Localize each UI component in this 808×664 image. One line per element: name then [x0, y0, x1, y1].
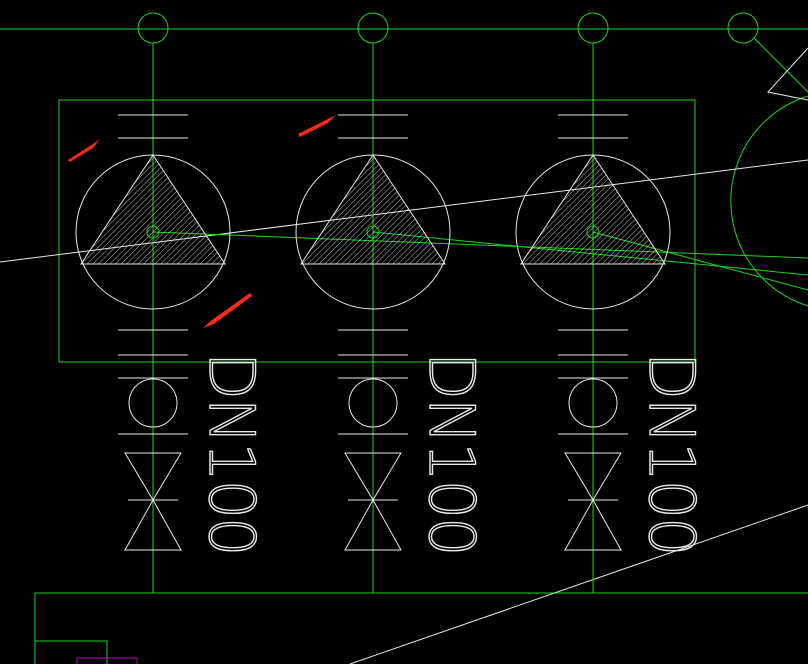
right-triangle-symbol[interactable]: [767, 47, 808, 101]
bottom-left-branch[interactable]: [35, 640, 108, 664]
pump-center-mark: [586, 225, 600, 239]
pump-connection-line[interactable]: [152, 231, 808, 259]
gate-valve-icon[interactable]: [344, 452, 402, 501]
gate-valve-icon[interactable]: [124, 498, 182, 551]
diagonal-pipe[interactable]: [753, 37, 808, 93]
gate-valve-icon[interactable]: [564, 498, 622, 551]
check-valve-icon[interactable]: [128, 378, 178, 428]
annotation-arrow-icon[interactable]: [298, 115, 336, 137]
magenta-layer-box[interactable]: [76, 657, 138, 664]
pipe-node-circle[interactable]: [577, 12, 609, 44]
pipe-size-label: DN100: [195, 352, 268, 554]
annotation-arrow-icon[interactable]: [68, 139, 100, 162]
discharge-line[interactable]: [349, 504, 808, 664]
pipe-size-label: DN100: [635, 352, 708, 554]
gate-valve-icon[interactable]: [564, 452, 622, 501]
pump-center-mark: [366, 225, 380, 239]
pump-triangle: [300, 154, 446, 265]
pipe-size-label: DN100: [415, 352, 488, 554]
check-valve-icon[interactable]: [348, 378, 398, 428]
annotation-arrow-icon[interactable]: [203, 293, 252, 328]
gate-valve-icon[interactable]: [344, 498, 402, 551]
pump-center-mark: [146, 225, 160, 239]
check-valve-icon[interactable]: [568, 378, 618, 428]
pipe-node-circle[interactable]: [727, 12, 759, 44]
gate-valve-icon[interactable]: [124, 452, 182, 501]
pump-triangle: [520, 154, 666, 265]
pipe-node-circle[interactable]: [137, 12, 169, 44]
pump-triangle: [80, 154, 226, 265]
tank-outline[interactable]: [730, 95, 808, 307]
pump-skid-frame[interactable]: [58, 99, 696, 363]
pipe-node-circle[interactable]: [357, 12, 389, 44]
